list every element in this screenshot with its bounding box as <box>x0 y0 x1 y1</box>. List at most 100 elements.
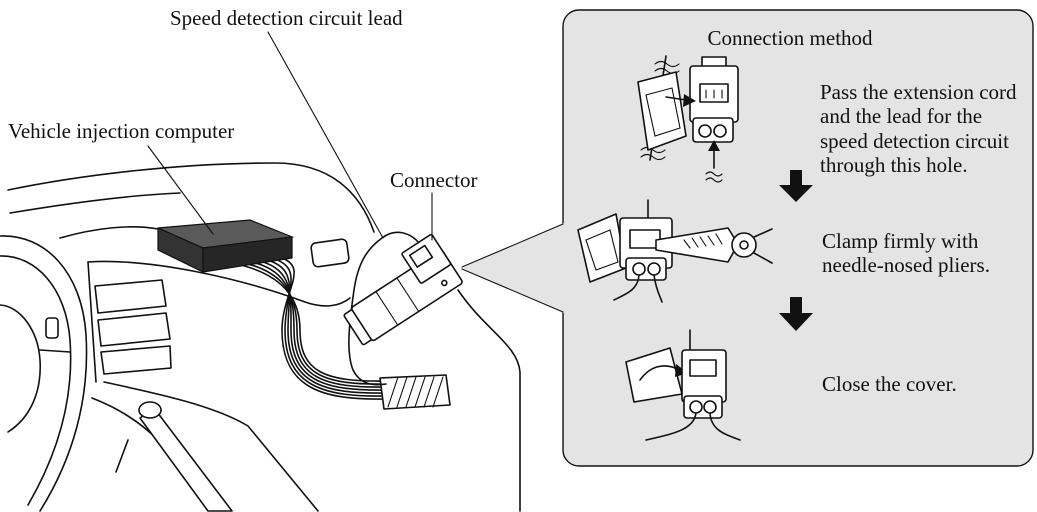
sheath-stripes <box>387 376 444 408</box>
pliers-pivot-pin <box>739 240 749 250</box>
vent-frame <box>87 261 97 383</box>
lead-wire <box>645 412 697 441</box>
connector-clip-window <box>408 244 434 268</box>
harness-wire <box>252 258 386 391</box>
connector-hole <box>632 262 646 276</box>
connector-seam <box>396 277 420 313</box>
air-vents-illustration <box>87 261 172 383</box>
sheath-stripe <box>414 376 426 408</box>
injection-computer-label: Vehicle injection computer <box>8 119 234 143</box>
down-arrow-head <box>779 313 813 331</box>
connector-cover-inner <box>585 229 619 271</box>
connector <box>343 233 463 346</box>
hole-arrow-head <box>708 140 720 151</box>
pliers-jaw-grip <box>683 233 723 249</box>
dashboard-panel-edge <box>59 226 159 239</box>
callout-title: Connection method <box>707 26 873 50</box>
callout-pointer-edge-top <box>461 223 564 268</box>
computer-side-face <box>202 236 293 273</box>
step-1-line-3: speed detection circuit <box>820 129 1009 153</box>
dashboard-top-edge <box>7 162 375 233</box>
connector-pin <box>440 279 448 287</box>
connector-hole <box>703 400 717 414</box>
connector-cover-inner <box>645 87 681 137</box>
connector-cover-open <box>637 71 687 151</box>
connector-contacts <box>705 89 723 99</box>
step-2-illustration <box>577 199 773 303</box>
step-2-line-1: Clamp firmly with <box>822 229 979 253</box>
down-arrow-shaft <box>790 297 802 314</box>
down-arrow-icon <box>779 297 813 331</box>
connector-seam <box>375 291 399 326</box>
sheath-stripe <box>432 376 444 408</box>
connector-label: Connector <box>390 168 477 192</box>
wire-break-mark-hole <box>705 171 723 183</box>
gear-lever <box>139 407 233 512</box>
connector-hole <box>689 400 703 414</box>
step-3-instructions: Close the cover. <box>822 372 957 396</box>
wire-break-mark-bottom <box>640 146 666 161</box>
connector-hole <box>698 124 712 138</box>
console-edge <box>103 381 319 512</box>
harness-wire <box>231 262 386 382</box>
down-arrow-shaft <box>790 170 802 186</box>
steering-wheel-rim-outer <box>0 235 88 512</box>
harness-wire <box>259 257 386 394</box>
step-3-illustration <box>625 329 741 441</box>
lead-wire <box>613 274 640 301</box>
steering-wheel-spoke <box>39 349 71 353</box>
cable-sheath <box>379 374 451 410</box>
harness-wire <box>273 255 386 400</box>
wire-bundle <box>231 255 386 400</box>
sheath-stripe <box>405 376 417 408</box>
step-2-line-2: needle-nosed pliers. <box>822 253 990 277</box>
injection-computer-leader-line <box>147 145 214 235</box>
insert-arrow-shaft <box>665 96 687 101</box>
step-1-illustration <box>637 55 739 183</box>
injection-computer <box>157 219 295 273</box>
center-console-illustration <box>91 381 319 512</box>
sheath-stripe <box>387 376 399 408</box>
connector-hole <box>713 124 727 138</box>
step-1-instructions: Pass the extension cord and the lead for… <box>820 80 1017 177</box>
extension-cable <box>457 289 521 512</box>
callout-pointer-edge-bottom <box>461 268 564 313</box>
steering-wheel-rim-inner <box>0 255 72 506</box>
step-1-line-2: and the lead for the <box>820 104 982 128</box>
insert-arrow-head <box>683 94 696 107</box>
step-3-line-1: Close the cover. <box>822 372 957 396</box>
air-vent <box>97 312 171 347</box>
speed-lead-label: Speed detection circuit lead <box>170 6 403 30</box>
steering-wheel-hub <box>0 304 41 433</box>
speed-lead-leader-line <box>267 31 384 239</box>
parking-lever <box>115 439 129 473</box>
speed-detection-lead-wire <box>348 231 421 386</box>
connection-method-callout: Connection method Pass the extension cor… <box>461 9 1034 467</box>
step-1-line-4: through this hole. <box>820 153 968 177</box>
harness-wire <box>238 261 386 385</box>
steering-wheel-illustration <box>0 235 88 512</box>
down-arrow-head <box>779 185 813 202</box>
connector-window <box>689 359 717 377</box>
step-2-instructions: Clamp firmly with needle-nosed pliers. <box>822 229 990 277</box>
lead-wire <box>709 412 741 441</box>
pliers-handle-upper <box>753 228 773 238</box>
steering-wheel-button <box>45 317 59 339</box>
harness-wire <box>266 256 386 397</box>
gear-lever-knob <box>138 401 162 419</box>
down-arrow-icon <box>779 170 813 202</box>
dashboard-inner-edge <box>9 192 181 214</box>
sheath-stripe <box>423 376 435 408</box>
connector-hole <box>647 262 661 276</box>
pliers-handle-lower <box>753 252 773 264</box>
dashboard-lower-edge <box>87 260 351 307</box>
dashboard-illustration <box>7 162 375 307</box>
callout-pointer <box>462 222 566 314</box>
air-vent <box>94 279 167 314</box>
sheath-stripe <box>396 376 408 408</box>
striped-sheath <box>379 374 451 410</box>
gauge-display <box>310 238 350 268</box>
step-1-line-1: Pass the extension cord <box>820 80 1017 104</box>
air-vent <box>100 345 172 375</box>
